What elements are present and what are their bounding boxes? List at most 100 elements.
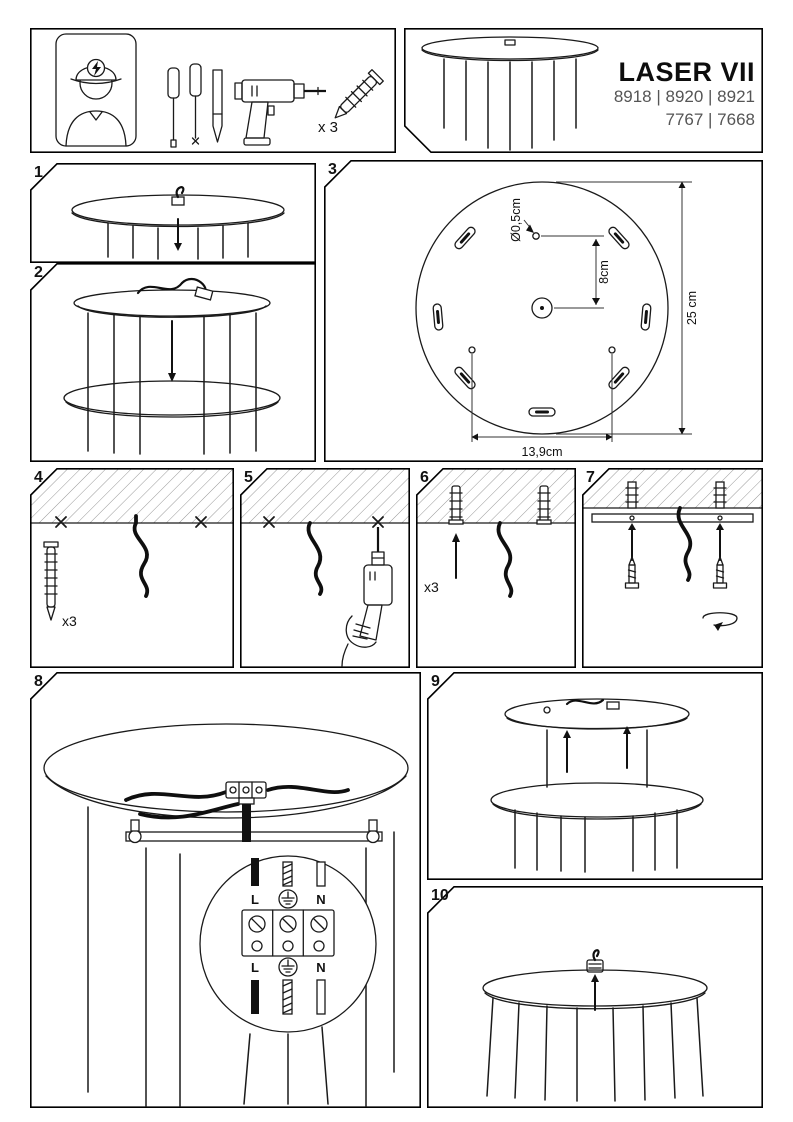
power-cable <box>306 521 324 596</box>
step-4-illustration: x3 <box>30 468 234 668</box>
step-2-number: 2 <box>34 264 43 281</box>
live-wire <box>251 980 259 1014</box>
hanging-rods <box>87 312 257 455</box>
step-7-number: 7 <box>586 469 595 486</box>
rotate-arrow-icon <box>702 612 738 631</box>
tools-panel: x 3 <box>30 28 396 153</box>
up-arrow-icon <box>628 523 636 561</box>
step-6-illustration: x3 <box>416 468 576 668</box>
step-5: 5 <box>240 468 410 668</box>
small-cable-hole <box>532 232 540 240</box>
step-8-illustration: L N <box>30 672 421 1108</box>
hatched-ceiling <box>416 468 575 523</box>
tools-illustration: x 3 <box>30 28 396 153</box>
hanging-rods <box>107 222 249 260</box>
hatched-ceiling <box>582 468 762 508</box>
step-9-illustration <box>427 672 763 880</box>
step-6: 6 <box>416 468 576 668</box>
product-title-block: LASER VII 8918 | 8920 | 8921 7767 | 7668 <box>614 58 755 132</box>
dimension-hole-spacing: 13,9cm <box>471 354 613 459</box>
product-name: LASER VII <box>618 57 755 87</box>
step-10-illustration <box>427 886 763 1108</box>
step-5-number: 5 <box>244 469 253 486</box>
up-arrow-icon <box>563 730 571 773</box>
earth-ground-icon <box>278 889 298 909</box>
mounting-bracket <box>125 819 383 844</box>
hanging-rods <box>514 809 678 873</box>
keyhole-slot <box>640 303 652 331</box>
step-3-number: 3 <box>328 161 337 178</box>
step-8-number: 8 <box>34 673 43 690</box>
wall-plug-icon <box>625 481 639 509</box>
x-mark-icon <box>263 516 275 528</box>
keyhole-slot <box>608 366 630 390</box>
hand-icon <box>341 615 377 667</box>
worker-icon <box>55 33 137 147</box>
terminal-label-neutral: N <box>316 892 325 907</box>
screw-icon <box>712 556 728 589</box>
keyhole-slot <box>432 303 444 331</box>
wall-plug-icon <box>334 69 384 119</box>
x-mark-icon <box>195 516 207 528</box>
wall-plug-icon <box>713 481 727 509</box>
neutral-wire <box>316 979 326 1015</box>
step-4: 4 x3 <box>30 468 234 668</box>
product-lamp-drawing <box>404 28 763 153</box>
plug-count-label: x3 <box>424 579 439 595</box>
step-1-illustration <box>30 163 316 263</box>
model-numbers-line2: 7767 | 7668 <box>665 110 756 130</box>
step-1: 1 <box>30 163 316 263</box>
step-10-number: 10 <box>431 887 449 904</box>
up-arrow-icon <box>591 974 599 1011</box>
hanging-rods <box>486 997 704 1102</box>
keyhole-slot <box>528 407 556 417</box>
keyhole-slot <box>608 226 630 250</box>
wiring <box>124 781 350 842</box>
screw-icon <box>624 556 640 589</box>
drill-up-icon <box>359 527 393 641</box>
terminal-block <box>241 909 335 957</box>
dimension-hole-diameter: Ø0,5cm <box>509 198 534 242</box>
screw-hole-left <box>468 346 476 354</box>
down-arrow-icon <box>168 320 176 382</box>
step-7: 7 <box>582 468 763 668</box>
drill-icon <box>234 79 326 146</box>
hatched-ceiling <box>240 468 409 523</box>
cable-connector <box>586 949 604 973</box>
hanging-rods <box>243 1026 329 1105</box>
product-header: LASER VII 8918 | 8920 | 8921 7767 | 7668 <box>404 28 763 153</box>
terminal-label-live: L <box>251 960 259 975</box>
earth-wire <box>282 861 293 887</box>
step-9-number: 9 <box>431 673 440 690</box>
terminal-detail-magnifier: L N <box>199 855 377 1033</box>
up-arrow-icon <box>716 523 724 561</box>
svg-text:25 cm: 25 cm <box>685 291 699 325</box>
step-10: 10 <box>427 886 763 1108</box>
step-6-number: 6 <box>420 469 429 486</box>
keyhole-slot <box>454 366 476 390</box>
lightning-bolt-icon <box>92 61 101 76</box>
screw-hole-right <box>608 346 616 354</box>
svg-text:8cm: 8cm <box>597 260 611 284</box>
x-mark-icon <box>55 516 67 528</box>
mounting-plate-top-view <box>415 181 669 435</box>
neutral-wire <box>316 861 326 887</box>
plug-count-label: x 3 <box>318 119 338 136</box>
step-8: 8 <box>30 672 421 1108</box>
plug-count-label: x3 <box>62 613 77 629</box>
live-wire <box>251 858 259 886</box>
canopy-disc <box>43 723 409 819</box>
wall-plug-icon <box>448 485 464 525</box>
terminal-block-small <box>225 781 267 799</box>
svg-text:13,9cm: 13,9cm <box>522 445 563 459</box>
x-mark-icon <box>372 516 384 528</box>
up-arrow-icon <box>623 726 631 769</box>
model-numbers-line1: 8918 | 8920 | 8921 <box>613 87 755 107</box>
power-cable <box>132 514 150 598</box>
canopy-disc <box>63 380 281 418</box>
step-2: 2 <box>30 263 316 462</box>
dimension-center-offset: 8cm <box>541 235 611 309</box>
down-arrow-icon <box>174 218 182 251</box>
screwdrivers-icon <box>167 63 223 148</box>
